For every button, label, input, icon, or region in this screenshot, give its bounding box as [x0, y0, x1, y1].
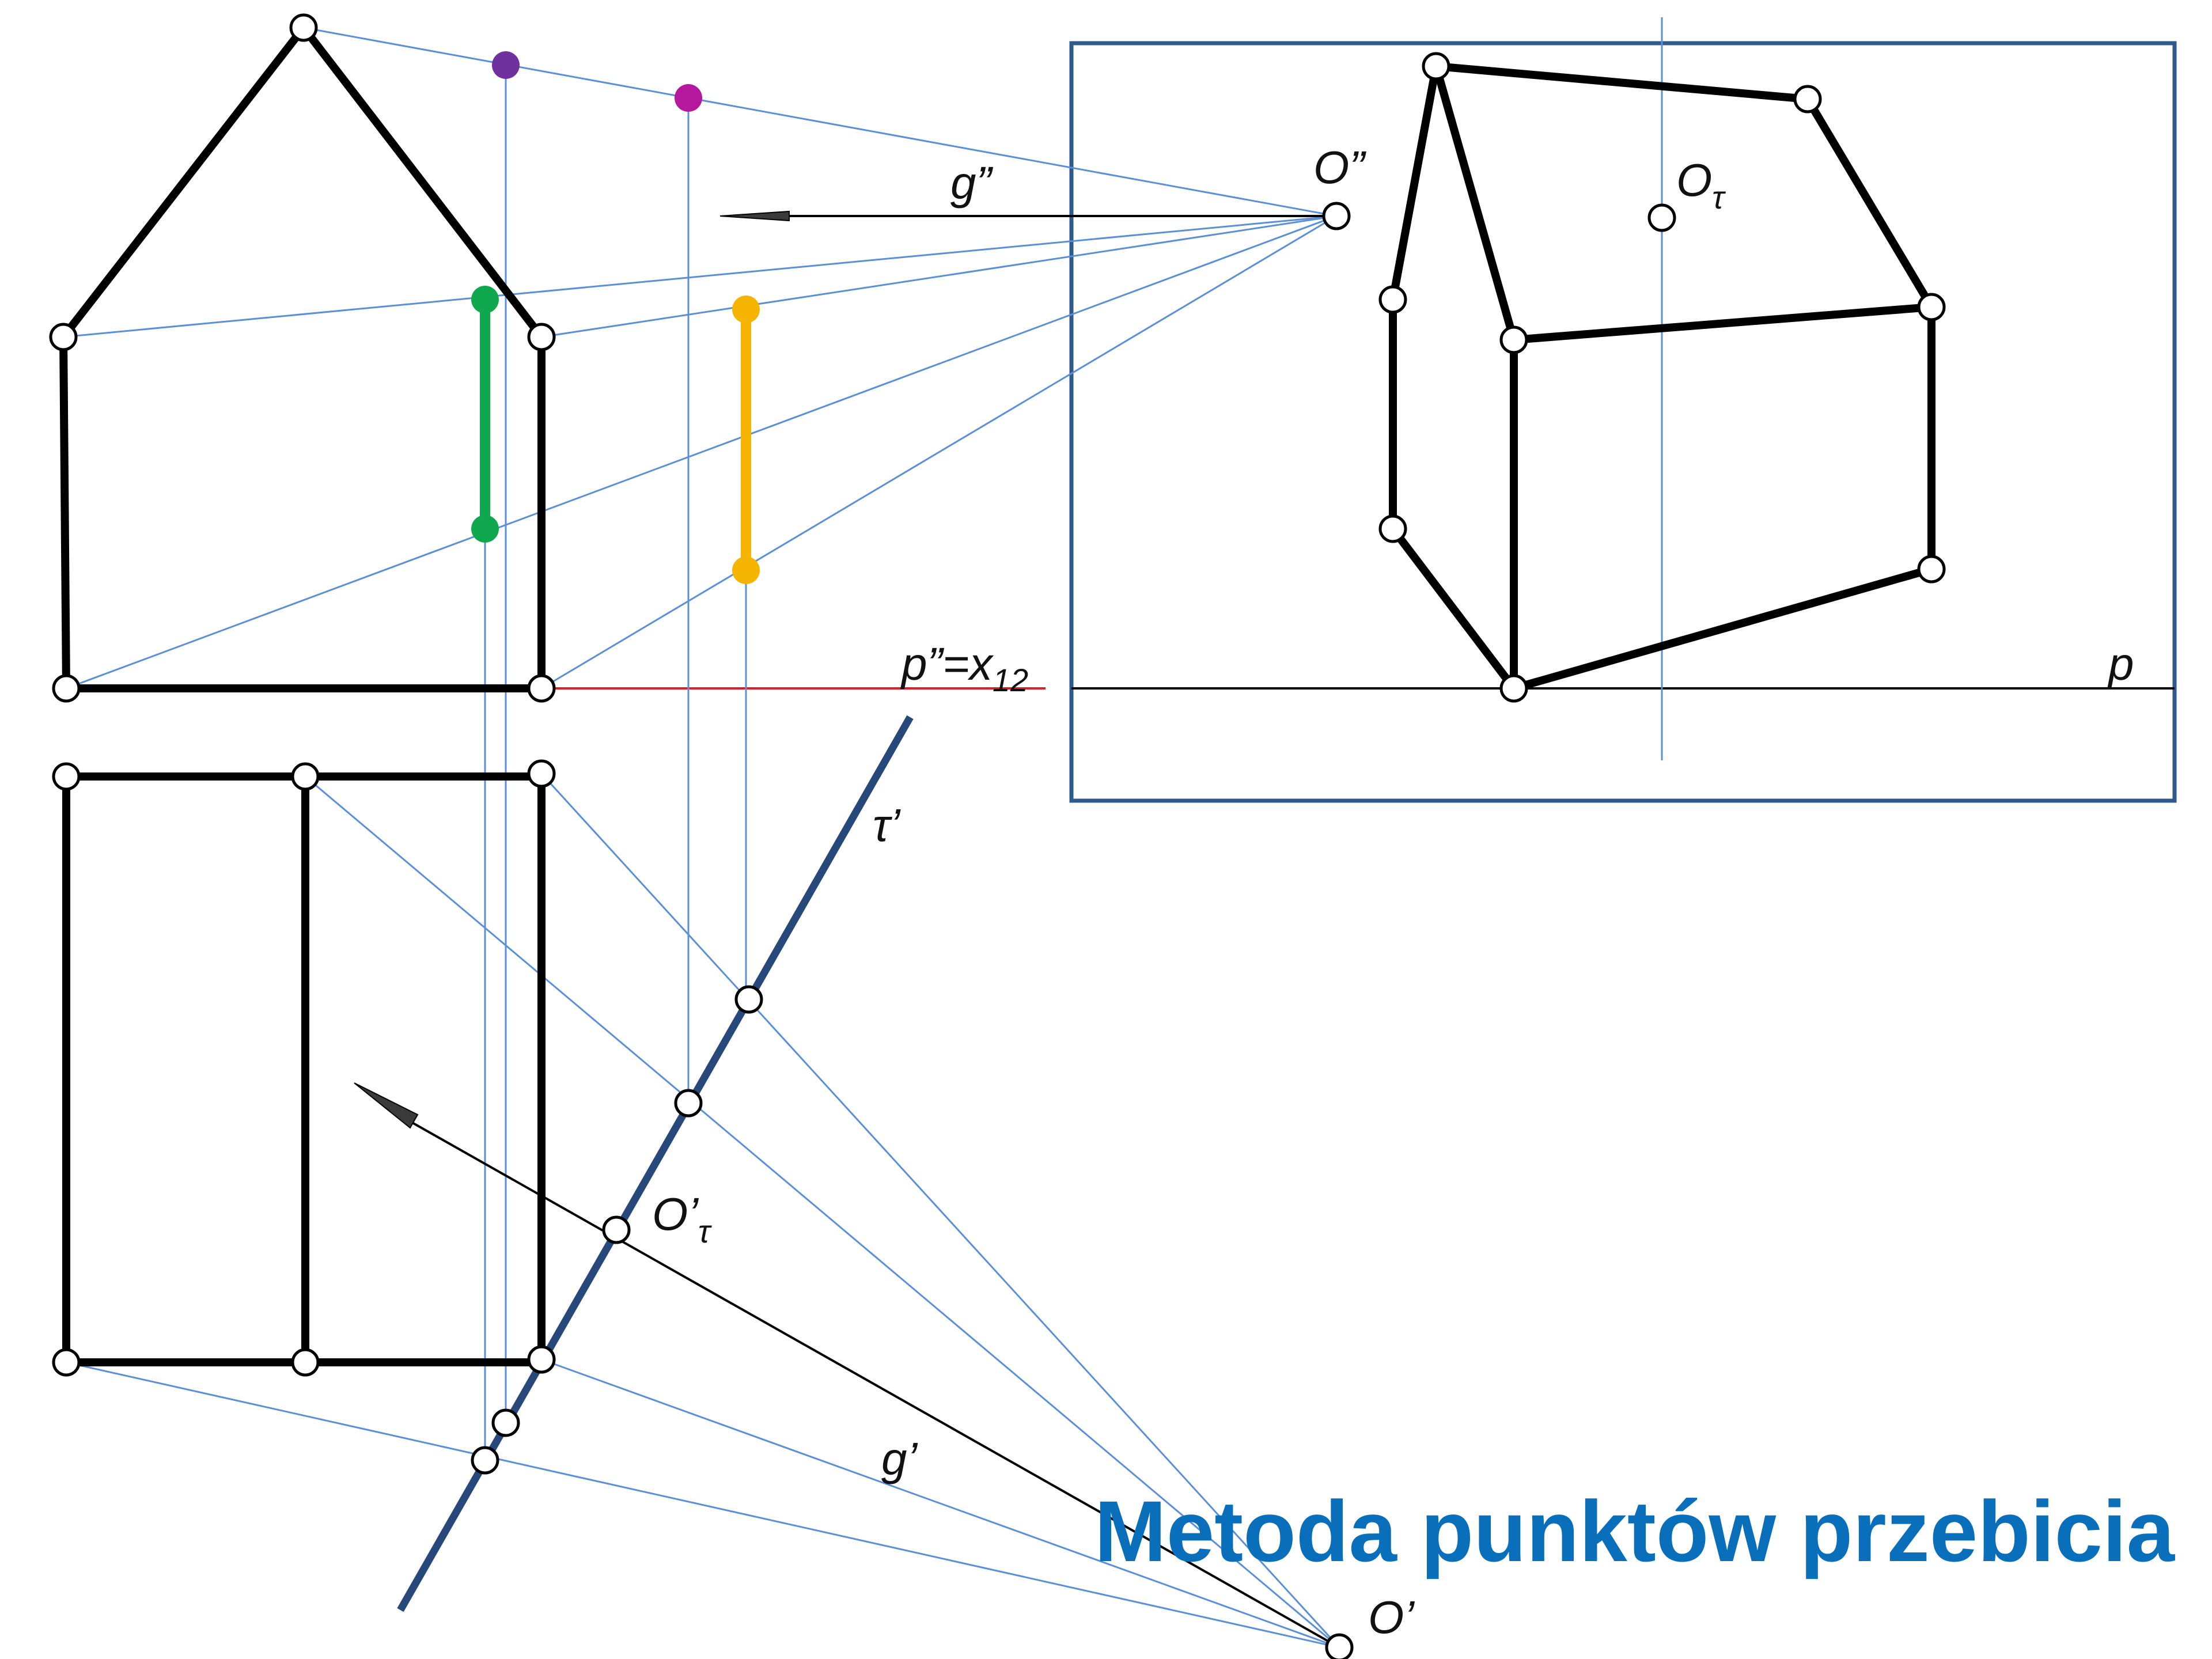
construction-points [49, 13, 1946, 1659]
label-g-front: g” [950, 157, 993, 209]
green-point-top [471, 286, 499, 313]
label-p-front: p”=x12 [900, 638, 1028, 698]
front-view-rays [63, 26, 1337, 690]
diagram-title: Metoda punktów przebicia [1094, 1483, 2176, 1580]
principal-line-g-top [403, 1116, 1340, 1649]
arrow-g-front [719, 210, 790, 222]
top-view-house [62, 772, 546, 1366]
arrow-g-top [354, 1082, 419, 1129]
ordinal-lines [484, 65, 747, 1463]
picture-plane-frame [1069, 41, 2177, 803]
picture-plane-trace-tau [397, 715, 914, 1612]
label-g-top: g’ [881, 1433, 918, 1484]
green-point-bottom [471, 515, 499, 543]
label-o-front: O” [1313, 142, 1366, 193]
purple-point [492, 51, 520, 79]
label-o-tau: Oτ [1676, 154, 1726, 215]
label-o-prime-tau: O’τ [652, 1188, 712, 1249]
label-tau-top: τ’ [873, 800, 901, 851]
label-p-picture: p [2107, 638, 2134, 690]
yellow-point-top [732, 296, 760, 323]
label-o-top: O’ [1368, 1592, 1415, 1643]
top-view-rays [66, 772, 1340, 1649]
front-view-house [59, 24, 546, 692]
yellow-point-bottom [732, 556, 760, 584]
magenta-point [675, 84, 702, 112]
